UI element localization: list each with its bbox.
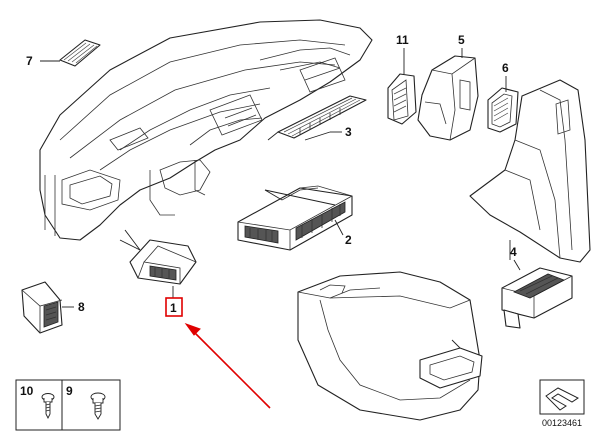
callout-labels: 7 3 2 8 11 5 6 4 1	[26, 33, 517, 317]
screw-9-icon	[90, 392, 106, 420]
rear-center-console	[297, 271, 483, 421]
callout-4: 4	[510, 245, 517, 259]
catalog-number: 00123461	[542, 418, 582, 428]
callout-7: 7	[26, 54, 33, 68]
callout-2: 2	[345, 233, 352, 247]
callout-8: 8	[78, 300, 85, 314]
screw-legend: 10 9	[15, 379, 121, 431]
part-2-center-vents	[237, 185, 353, 251]
pillar-trim-panel	[469, 79, 591, 263]
callout-6: 6	[502, 61, 509, 75]
screw-10-icon	[41, 393, 55, 420]
legend-10: 10	[20, 384, 34, 398]
part-3-defrost-grille	[277, 95, 367, 141]
pointer-arrow	[184, 322, 271, 409]
part-4-rear-vent	[501, 259, 573, 329]
callout-3: 3	[345, 125, 352, 139]
catalog-badge: 00123461	[539, 379, 585, 428]
callout-1: 1	[170, 301, 177, 315]
part-5-air-duct	[417, 48, 479, 141]
part-11-vent-grille	[387, 48, 417, 125]
legend-9: 9	[66, 384, 73, 398]
callout-11: 11	[396, 33, 409, 47]
callout-5: 5	[458, 33, 465, 47]
leader-lines	[124, 131, 511, 260]
part-6-vent-grille	[487, 76, 519, 133]
part-8-side-vent	[21, 281, 74, 334]
dashboard-outline	[39, 19, 373, 241]
part-1-side-vent	[119, 239, 197, 298]
part-7-vent-grille	[40, 39, 101, 67]
highlight-box	[165, 297, 183, 317]
catalog-symbol-icon	[545, 387, 579, 411]
